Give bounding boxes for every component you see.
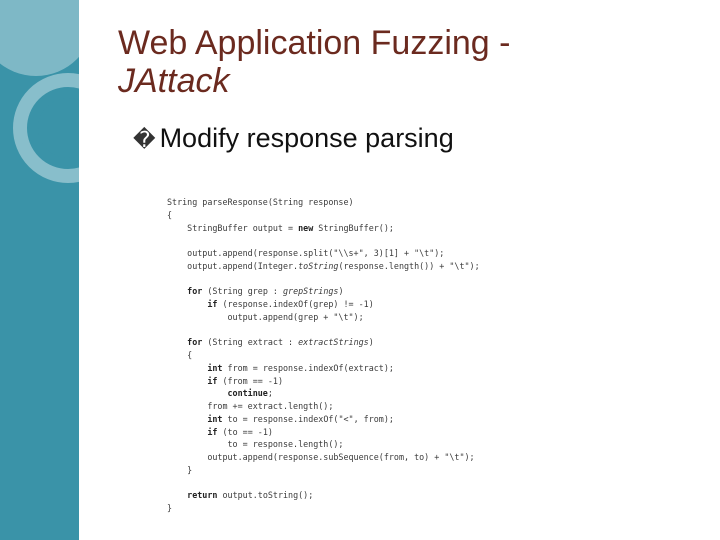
code-line: for (String grep : grepStrings) xyxy=(167,285,480,298)
code-token: { xyxy=(167,209,173,220)
code-line: output.append(response.split("\\s+", 3)[… xyxy=(167,247,480,260)
code-token: for xyxy=(187,337,203,348)
code-line: } xyxy=(167,502,480,515)
code-token xyxy=(167,414,207,424)
code-token: } xyxy=(167,503,173,513)
code-line: int from = response.indexOf(extract); xyxy=(167,362,480,375)
code-token: StringBuffer output = xyxy=(167,222,299,233)
decorative-circles xyxy=(0,0,79,183)
code-token: { xyxy=(167,350,193,360)
bullet-text: Modify response parsing xyxy=(159,123,454,153)
code-token xyxy=(167,299,207,309)
code-line: StringBuffer output = new StringBuffer()… xyxy=(167,222,480,235)
code-token: (to == -1) xyxy=(217,426,273,437)
code-line: if (response.indexOf(grep) != -1) xyxy=(167,298,480,311)
code-token: continue xyxy=(227,388,268,399)
code-token: output.append(response.split("\\s+", 3)[… xyxy=(167,248,445,258)
code-line: to = response.length(); xyxy=(167,438,480,451)
code-token: new xyxy=(298,222,314,233)
code-listing: String parseResponse(String response) { S… xyxy=(167,196,480,515)
code-token xyxy=(167,427,207,437)
side-bar xyxy=(0,0,79,540)
code-token: output.append(grep + "\t"); xyxy=(167,311,364,322)
code-token xyxy=(167,490,187,500)
code-token xyxy=(167,388,228,398)
code-line: output.append(grep + "\t"); xyxy=(167,311,480,324)
code-token: (response.indexOf(grep) != -1) xyxy=(217,299,374,309)
code-token: ; xyxy=(267,388,273,399)
code-line: } xyxy=(167,464,480,477)
code-line: for (String extract : extractStrings) xyxy=(167,336,480,349)
code-line: if (to == -1) xyxy=(167,426,480,439)
code-token: ) xyxy=(368,337,374,348)
code-token: (String grep : xyxy=(202,286,283,297)
code-line: from += extract.length(); xyxy=(167,400,480,413)
code-token: (String extract : xyxy=(202,337,299,348)
code-line: int to = response.indexOf("<", from); xyxy=(167,413,480,426)
code-token xyxy=(167,286,187,296)
code-token: to = response.indexOf("<", from); xyxy=(222,413,394,424)
code-line: return output.toString(); xyxy=(167,489,480,502)
code-token: if xyxy=(207,426,218,437)
code-line: output.append(response.subSequence(from,… xyxy=(167,451,480,464)
slide-title: Web Application Fuzzing - JAttack xyxy=(118,24,698,100)
code-line: continue; xyxy=(167,387,480,400)
code-token xyxy=(167,337,187,347)
code-token: from = response.indexOf(extract); xyxy=(222,362,394,373)
code-line: { xyxy=(167,209,480,222)
code-token: grepStrings xyxy=(283,286,339,297)
title-line-2: JAttack xyxy=(118,62,230,100)
code-line: output.append(Integer.toString(response.… xyxy=(167,260,480,273)
code-token xyxy=(167,376,207,386)
code-token: int xyxy=(207,413,223,424)
code-token: (response.length()) + "\t"); xyxy=(338,260,480,271)
code-token: for xyxy=(187,286,203,297)
deco-ring-inner xyxy=(38,98,79,158)
code-token: output.toString(); xyxy=(217,490,314,501)
code-token: extractStrings xyxy=(298,337,369,348)
code-token: if xyxy=(207,299,218,309)
code-token: return xyxy=(187,490,218,501)
code-token: output.append(Integer. xyxy=(167,260,299,271)
code-token: if xyxy=(207,375,218,386)
code-line xyxy=(167,273,480,286)
code-token: from += extract.length(); xyxy=(167,401,334,411)
code-token: (from == -1) xyxy=(217,375,283,386)
code-token: to = response.length(); xyxy=(167,439,344,450)
bullet-item: �Modify response parsing xyxy=(133,121,454,157)
code-token: } xyxy=(167,464,193,475)
code-line: String parseResponse(String response) xyxy=(167,196,480,209)
code-line: if (from == -1) xyxy=(167,375,480,388)
code-token: ) xyxy=(338,286,344,297)
deco-circle-top xyxy=(0,0,79,76)
deco-ring-outer xyxy=(13,73,79,183)
title-line-1: Web Application Fuzzing - xyxy=(118,24,511,62)
code-line xyxy=(167,324,480,337)
code-token: output.append(response.subSequence(from,… xyxy=(167,452,475,462)
code-token: int xyxy=(207,362,223,373)
code-token: toString xyxy=(298,260,339,271)
code-token xyxy=(167,363,207,373)
code-token: String parseResponse(String response) xyxy=(167,197,354,207)
code-line xyxy=(167,234,480,247)
code-line xyxy=(167,477,480,490)
bullet-glyph-icon: � xyxy=(133,127,156,152)
code-token: StringBuffer(); xyxy=(313,222,394,233)
code-line: { xyxy=(167,349,480,362)
